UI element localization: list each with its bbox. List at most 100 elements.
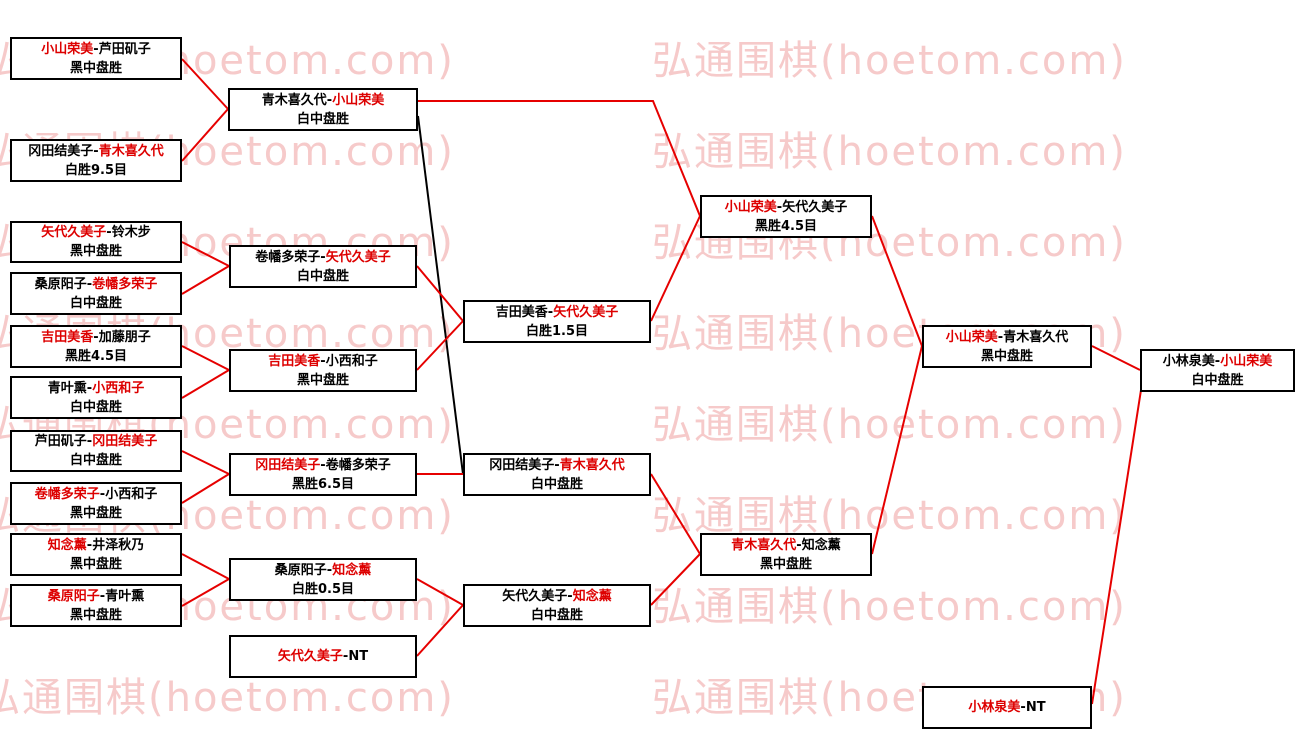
match-players: 知念薰-井泽秋乃 [48, 536, 144, 555]
match-players: 卷幡多荣子-小西和子 [35, 485, 157, 504]
watermark-text: 弘通围棋(hoetom.com) [652, 584, 1127, 630]
match-box: 青木喜久代-知念薰 黑中盘胜 [700, 533, 872, 576]
player-name: 青木喜久代 [1003, 329, 1069, 345]
separator: - [86, 537, 93, 553]
player-name: 小林泉美 [968, 700, 1021, 715]
match-result: 黑胜4.5目 [64, 348, 128, 364]
match-box: 桑原阳子-青叶熏 黑中盘胜 [10, 584, 182, 627]
match-players: 芦田矶子-冈田结美子 [35, 432, 157, 451]
match-result: 白中盘胜 [296, 111, 349, 127]
match-box: 冈田结美子-卷幡多荣子 黑胜6.5目 [229, 453, 417, 496]
match-result: 黑中盘胜 [296, 372, 349, 388]
match-players: 小林泉美-小山荣美 [1163, 352, 1272, 371]
separator: - [86, 434, 93, 449]
match-players: 冈田结美子-青木喜久代 [28, 142, 163, 161]
player-name: 芦田矶子 [98, 41, 151, 57]
connector-line [650, 553, 701, 606]
player-name: 小山荣美 [1220, 353, 1273, 369]
match-players: 吉田美香-小西和子 [268, 352, 377, 371]
separator: - [326, 562, 333, 578]
player-name: 小西和子 [325, 353, 378, 369]
connector-line [1091, 345, 1141, 371]
player-name: 吉田美香 [268, 353, 321, 369]
watermark-text: 弘通围棋(hoetom.com) [652, 129, 1127, 175]
player-name: 矢代久美子 [41, 225, 107, 240]
match-players: 青木喜久代-知念薰 [731, 536, 840, 555]
match-result: 白胜1.5目 [525, 323, 589, 339]
player-name: 青木喜久代 [98, 143, 164, 159]
connector-line [871, 345, 923, 555]
connector-line [416, 265, 464, 322]
watermark-text: 弘通围棋(hoetom.com) [652, 493, 1127, 539]
match-box: 吉田美香-加藤朋子 黑胜4.5目 [10, 325, 182, 368]
match-players: 小山荣美-矢代久美子 [725, 198, 847, 217]
match-box: 矢代久美子-铃木步 黑中盘胜 [10, 221, 182, 263]
player-name: 青木喜久代 [731, 537, 797, 553]
separator: - [99, 486, 106, 502]
connector-line [181, 58, 229, 110]
match-result: 白中盘胜 [69, 453, 122, 468]
player-name: 井泽秋乃 [92, 537, 145, 553]
match-result: 黑中盘胜 [69, 60, 122, 76]
match-result: 白胜0.5目 [291, 581, 355, 597]
connector-line [181, 578, 230, 607]
match-players: 矢代久美子-知念薰 [502, 587, 611, 606]
match-box: 卷幡多荣子-小西和子 黑中盘胜 [10, 482, 182, 525]
player-name: 知念薰 [332, 562, 372, 578]
match-players: 矢代久美子-NT [278, 647, 368, 666]
player-name: 卷幡多荣子 [34, 486, 100, 502]
connector-line [1091, 389, 1142, 705]
match-result: 白胜9.5目 [64, 162, 128, 178]
player-name: 冈田结美子 [28, 143, 94, 159]
match-box: 吉田美香-小西和子 黑中盘胜 [229, 349, 417, 392]
watermark-text: 弘通围棋(hoetom.com) [0, 675, 455, 721]
player-name: 卷幡多荣子 [255, 249, 321, 265]
match-box: 青叶熏-小西和子 白中盘胜 [10, 376, 182, 419]
match-result: 黑中盘胜 [69, 607, 122, 623]
connector-line [416, 578, 464, 606]
separator: - [1020, 700, 1026, 715]
player-name: 青木喜久代 [261, 92, 327, 108]
player-name: 矢代久美子 [553, 304, 619, 320]
separator: - [547, 304, 554, 320]
separator: - [342, 649, 349, 664]
separator: - [99, 588, 106, 604]
player-name: 矢代久美子 [325, 249, 391, 265]
match-players: 冈田结美子-卷幡多荣子 [255, 456, 390, 475]
player-name: 吉田美香 [495, 304, 548, 320]
connector-line [181, 450, 230, 475]
match-box: 小林泉美-NT [922, 686, 1092, 729]
match-players: 吉田美香-矢代久美子 [496, 303, 618, 322]
player-name: 青叶熏 [105, 588, 145, 604]
match-players: 卷幡多荣子-矢代久美子 [255, 248, 390, 267]
match-result: 黑胜4.5目 [754, 218, 818, 234]
separator: - [567, 588, 573, 604]
match-players: 桑原阳子-卷幡多荣子 [35, 275, 157, 294]
match-result: 黑胜6.5目 [291, 476, 355, 492]
watermark-text: 弘通围棋(hoetom.com) [652, 38, 1127, 84]
separator: - [106, 225, 112, 240]
player-name: 矢代久美子 [502, 588, 568, 604]
match-result: 黑中盘胜 [759, 556, 812, 572]
connector-line [181, 241, 230, 267]
match-players: 青叶熏-小西和子 [48, 379, 144, 398]
player-name: 小西和子 [105, 486, 158, 502]
separator: - [93, 329, 99, 345]
player-name: NT [348, 649, 369, 664]
connector-line [650, 473, 701, 555]
player-name: 桑原阳子 [47, 588, 100, 604]
player-name: 矢代久美子 [277, 649, 343, 664]
player-name: 小山荣美 [724, 199, 777, 215]
connector-line [650, 215, 701, 322]
player-name: 青木喜久代 [559, 457, 625, 473]
player-name: NT [1025, 700, 1046, 715]
separator: - [86, 380, 93, 396]
match-result: 黑中盘胜 [980, 348, 1033, 364]
player-name: 吉田美香 [41, 329, 94, 345]
player-name: 铃木步 [111, 225, 151, 240]
player-name: 矢代久美子 [782, 199, 848, 215]
match-box: 桑原阳子-卷幡多荣子 白中盘胜 [10, 272, 182, 315]
match-box: 知念薰-井泽秋乃 黑中盘胜 [10, 533, 182, 576]
separator: - [320, 457, 326, 473]
